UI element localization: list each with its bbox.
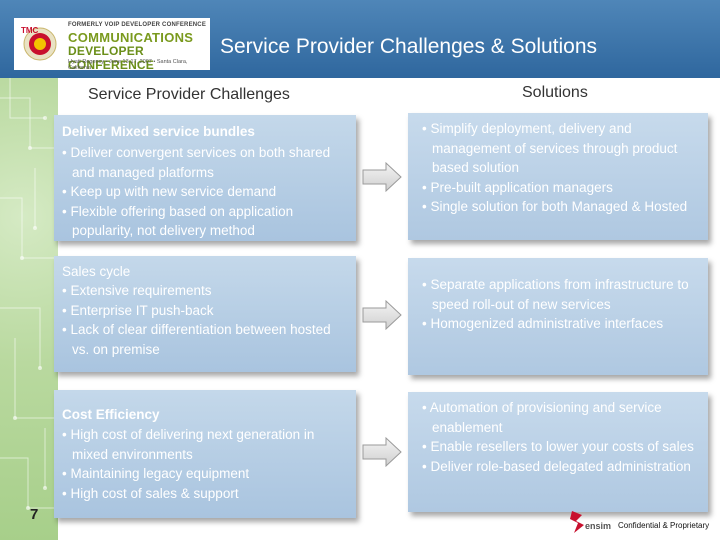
solution-list: Automation of provisioning and service e… <box>422 398 702 476</box>
list-item: Separate applications from infrastructur… <box>422 275 702 314</box>
list-item: Deliver role-based delegated administrat… <box>422 457 702 477</box>
challenge-title: Sales cycle <box>62 264 131 279</box>
challenge-title: Cost Efficiency <box>62 407 160 422</box>
conference-badge-icon: TMC <box>21 26 57 61</box>
list-item: Enterprise IT push-back <box>62 301 350 321</box>
circuit-pattern-icon <box>0 78 58 510</box>
list-item: Deliver convergent services on both shar… <box>62 143 350 182</box>
logo-line-2: DEVELOPER CONFERENCE <box>68 44 155 72</box>
list-item: Enable resellers to lower your costs of … <box>422 437 702 457</box>
list-item: Extensive requirements <box>62 281 350 301</box>
list-item: Keep up with new service demand <box>62 182 350 202</box>
list-item: Pre-built application managers <box>422 178 702 198</box>
list-item: Maintaining legacy equipment <box>62 464 350 484</box>
challenge-box-1: Deliver Mixed service bundles Deliver co… <box>54 115 356 241</box>
right-arrow-icon <box>362 162 402 192</box>
decorative-green-strip <box>0 78 58 540</box>
logo-line-3: Hyatt Regency • June 13-17, 2007 • Santa… <box>68 59 188 71</box>
solution-list: Simplify deployment, delivery and manage… <box>422 119 702 217</box>
logo-line-1: COMMUNICATIONS <box>68 30 194 45</box>
right-arrow-icon <box>362 437 402 467</box>
list-item: Simplify deployment, delivery and manage… <box>422 119 702 178</box>
list-item: Flexible offering based on application p… <box>62 202 350 241</box>
solution-box-3: Automation of provisioning and service e… <box>408 392 708 512</box>
solution-box-2: Separate applications from infrastructur… <box>408 258 708 375</box>
solution-list: Separate applications from infrastructur… <box>422 275 702 334</box>
challenge-box-2: Sales cycle Extensive requirements Enter… <box>54 256 356 372</box>
list-item: High cost of delivering next generation … <box>62 425 350 464</box>
slide-title: Service Provider Challenges & Solutions <box>220 35 598 58</box>
page-number: 7 <box>30 506 39 523</box>
challenge-list: High cost of delivering next generation … <box>62 425 350 503</box>
ensim-logo: ensim <box>570 511 611 533</box>
badge-label: TMC <box>21 26 39 35</box>
challenge-list: Extensive requirements Enterprise IT pus… <box>62 281 350 359</box>
right-arrow-icon <box>362 300 402 330</box>
solution-box-1: Simplify deployment, delivery and manage… <box>408 113 708 240</box>
challenge-box-3: Cost Efficiency High cost of delivering … <box>54 390 356 518</box>
list-item: High cost of sales & support <box>62 484 350 504</box>
list-item: Lack of clear differentiation between ho… <box>62 320 350 359</box>
list-item: Homogenized administrative interfaces <box>422 314 702 334</box>
challenge-list: Deliver convergent services on both shar… <box>62 143 350 241</box>
company-name: ensim <box>585 521 611 531</box>
logo-top-line: FORMERLY VOIP DEVELOPER CONFERENCE <box>68 22 207 28</box>
solutions-heading: Solutions <box>522 84 588 101</box>
ensim-mark-icon <box>570 511 584 533</box>
list-item: Single solution for both Managed & Hoste… <box>422 197 702 217</box>
challenge-title: Deliver Mixed service bundles <box>62 124 255 139</box>
list-item: Automation of provisioning and service e… <box>422 398 702 437</box>
confidential-notice: Confidential & Proprietary <box>618 521 710 530</box>
header-bar: FORMERLY VOIP DEVELOPER CONFERENCE TMC C… <box>0 0 720 78</box>
challenges-heading: Service Provider Challenges <box>88 86 290 103</box>
conference-logo: FORMERLY VOIP DEVELOPER CONFERENCE TMC C… <box>14 18 210 72</box>
